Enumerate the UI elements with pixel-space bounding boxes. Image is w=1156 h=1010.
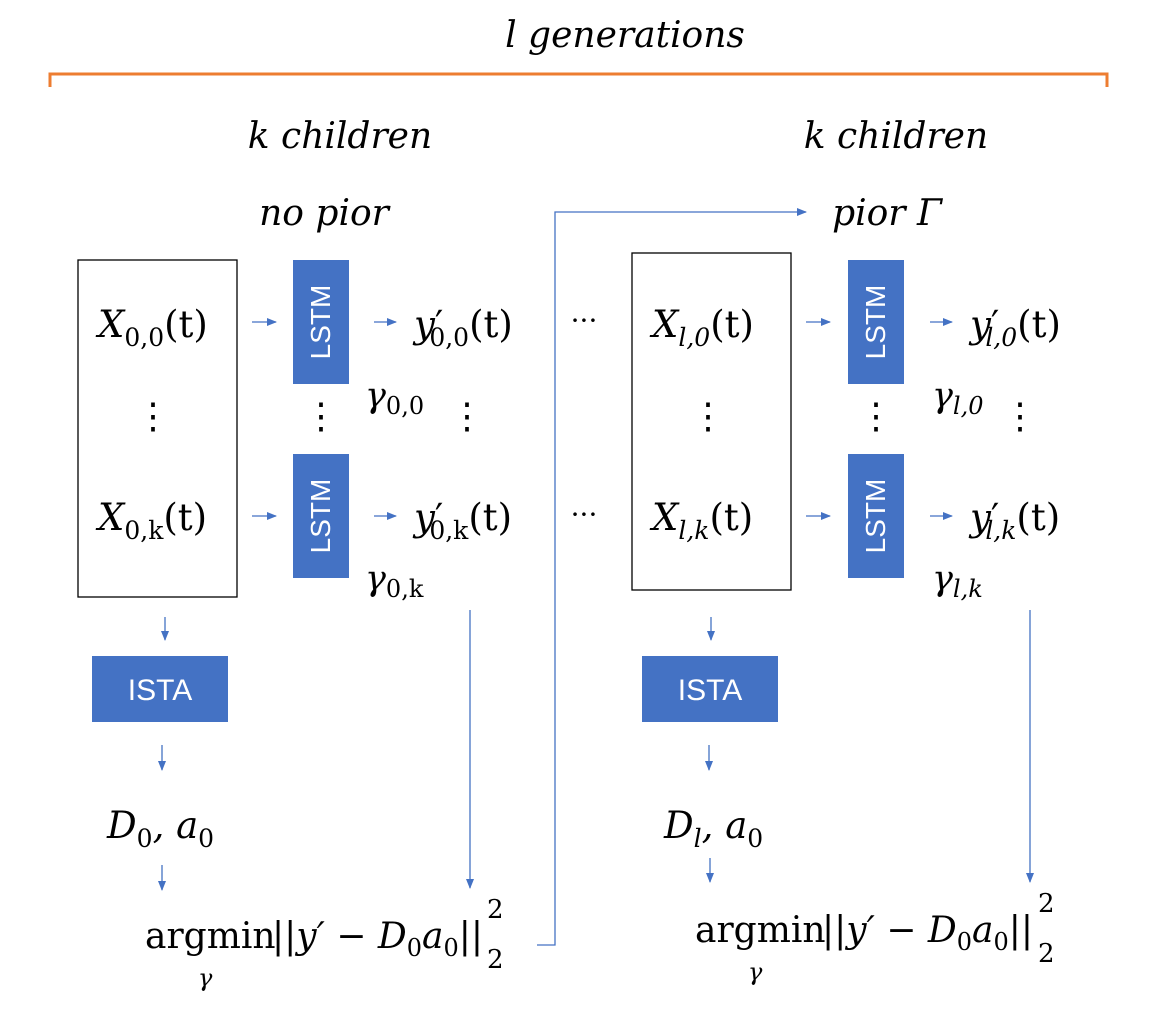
left-ista-label: ISTA xyxy=(128,674,192,707)
left-output-bottom: y′0,k(t) xyxy=(412,496,512,545)
left-lstm-top-box xyxy=(293,260,349,384)
svg-text:2: 2 xyxy=(1038,939,1055,969)
right-output-bottom: y′l,k(t) xyxy=(968,496,1060,545)
right-lstm-top-box xyxy=(848,260,904,384)
left-gamma-top: γ0,0 xyxy=(365,376,424,420)
left-children-label: k children xyxy=(248,116,432,157)
right-children-label: k children xyxy=(804,116,988,157)
left-prior-label: no pior xyxy=(259,193,391,234)
left-lstm-dots: ⋮ xyxy=(303,396,339,437)
left-output-top: y′0,0(t) xyxy=(412,303,513,352)
left-input-bottom: X0,k(t) xyxy=(95,496,207,545)
right-objective: argmin γ ||y′ − D0a0|| 2 2 xyxy=(695,889,1055,986)
right-input-top: Xl,0(t) xyxy=(649,303,754,352)
left-gamma-bottom: γ0,k xyxy=(365,559,424,603)
left-ista-box xyxy=(92,656,228,722)
left-dict-label: D0, a0 xyxy=(106,804,214,853)
left-lstm-bottom-box xyxy=(293,454,349,578)
svg-text:||y′ − D0a0||: ||y′ − D0a0|| xyxy=(822,910,1033,956)
left-input-dots: ⋮ xyxy=(135,396,171,437)
right-lstm-bottom-box xyxy=(848,454,904,578)
right-input-bottom: Xl,k(t) xyxy=(649,496,753,545)
generations-brace xyxy=(48,72,1109,87)
right-ista-box xyxy=(642,656,778,722)
left-output-dots: ⋮ xyxy=(449,396,485,437)
svg-text:2: 2 xyxy=(487,945,504,975)
right-lstm-bottom-label: LSTM xyxy=(860,479,891,554)
left-lstm-bottom-label: LSTM xyxy=(305,479,336,554)
left-lstm-top-label: LSTM xyxy=(305,285,336,360)
svg-text:γ: γ xyxy=(198,964,213,992)
right-dict-label: Dl, a0 xyxy=(663,804,763,853)
right-gamma-top: γl,0 xyxy=(932,376,984,420)
right-gamma-bottom: γl,k xyxy=(932,559,983,603)
svg-text:argmin: argmin xyxy=(695,910,826,951)
generation-ellipsis-top: ··· xyxy=(571,304,598,337)
right-prior-label: pior Γ xyxy=(832,193,944,234)
right-input-box xyxy=(631,252,792,591)
right-ista-label: ISTA xyxy=(678,674,742,707)
svg-text:2: 2 xyxy=(1038,889,1055,919)
generations-title: l generations xyxy=(505,15,745,56)
arrow-objective-to-prior xyxy=(537,208,807,946)
right-input-dots: ⋮ xyxy=(690,396,726,437)
right-lstm-dots: ⋮ xyxy=(858,396,894,437)
left-input-top: X0,0(t) xyxy=(95,303,208,352)
right-lstm-top-label: LSTM xyxy=(860,285,891,360)
right-output-top: y′l,0(t) xyxy=(968,303,1061,352)
left-input-box xyxy=(77,259,238,598)
generation-ellipsis-bottom: ··· xyxy=(571,498,598,531)
left-objective: argmin γ ||y′ − D0a0|| 2 2 xyxy=(145,895,504,992)
right-output-dots: ⋮ xyxy=(1002,396,1038,437)
svg-text:argmin: argmin xyxy=(145,916,276,957)
svg-text:γ: γ xyxy=(748,958,763,986)
svg-text:||y′ − D0a0||: ||y′ − D0a0|| xyxy=(272,916,483,962)
svg-text:2: 2 xyxy=(487,895,504,925)
